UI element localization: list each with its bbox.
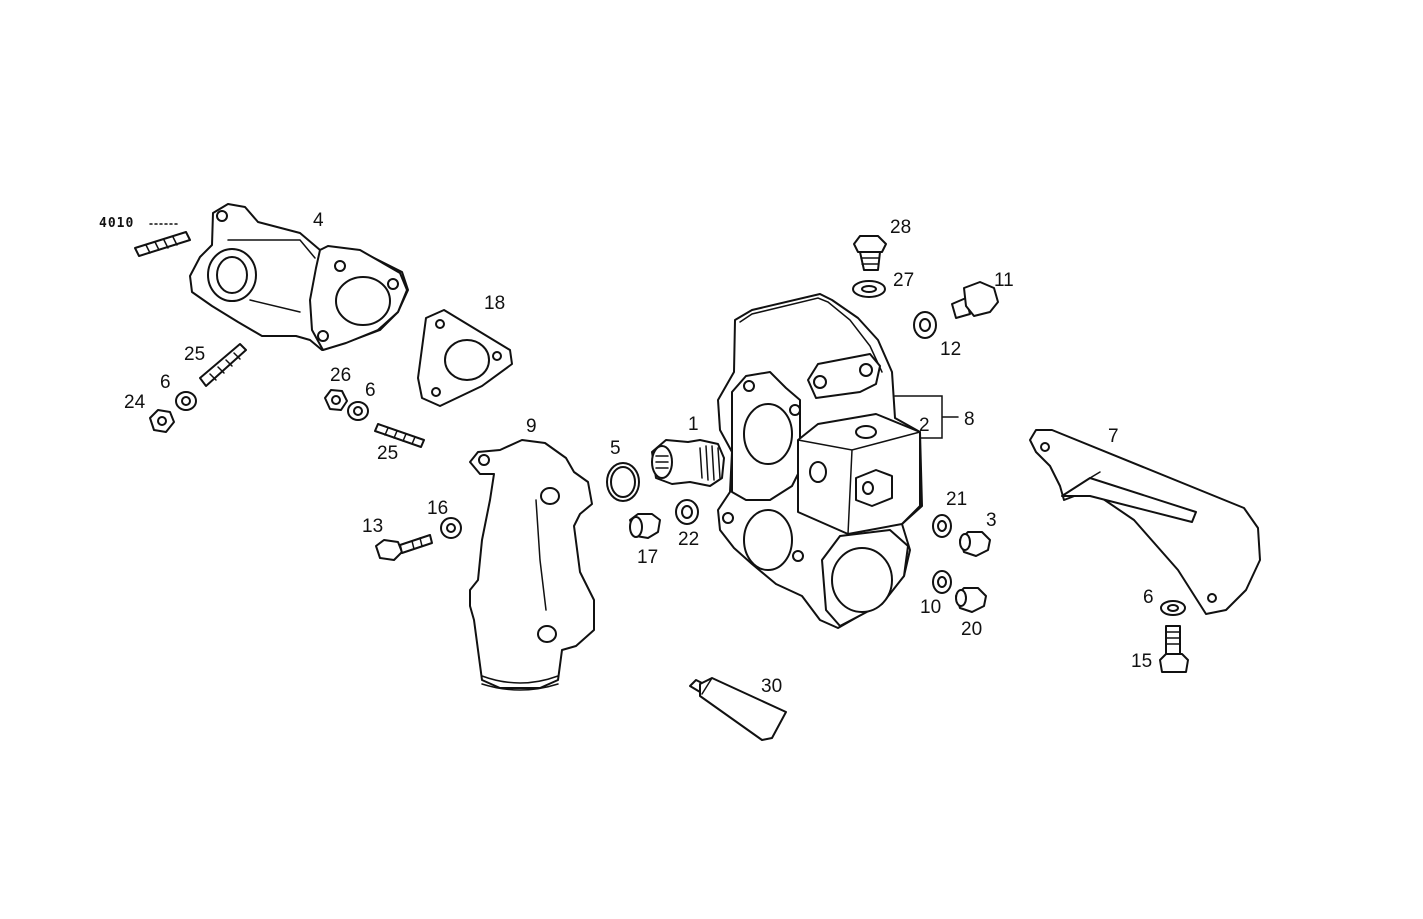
label-5: 5 [610, 438, 621, 459]
label-18: 18 [484, 293, 505, 314]
bolt-13 [375, 534, 433, 561]
washer-6-left [175, 391, 197, 411]
nut-26 [324, 389, 348, 411]
washer-6-right [1160, 600, 1186, 616]
sealant-tube-30 [689, 677, 787, 741]
label-4010: 4010 [99, 216, 134, 231]
label-22: 22 [678, 529, 699, 550]
label-9: 9 [526, 416, 537, 437]
label-6-left: 6 [160, 372, 171, 393]
washer-6-middle [347, 401, 369, 421]
label-8: 8 [964, 409, 975, 430]
mounting-bracket-7 [1029, 429, 1261, 615]
label-2: 2 [919, 415, 930, 436]
label-6-middle: 6 [365, 380, 376, 401]
label-6-right: 6 [1143, 587, 1154, 608]
label-1: 1 [688, 414, 699, 435]
label-25-right: 25 [377, 443, 398, 464]
label-24: 24 [124, 392, 146, 413]
washer-21 [932, 514, 952, 538]
washer-12 [913, 311, 937, 339]
washer-10 [932, 570, 952, 594]
label-12: 12 [940, 339, 961, 360]
label-10: 10 [920, 597, 941, 618]
label-25-left: 25 [184, 344, 205, 365]
label-7: 7 [1108, 426, 1119, 447]
label-21: 21 [946, 489, 967, 510]
plug-11 [951, 281, 999, 319]
plug-28 [853, 235, 887, 271]
plug-17 [629, 513, 661, 539]
label-26: 26 [330, 365, 351, 386]
thermostat-1 [651, 439, 725, 487]
bracket-2-8 [894, 395, 959, 439]
washer-27 [852, 280, 886, 298]
label-28: 28 [890, 217, 911, 238]
outlet-housing-4 [189, 203, 409, 351]
thermostat-housing-2 [717, 293, 923, 629]
gasket-18 [417, 309, 513, 407]
pipe-elbow-9 [469, 439, 595, 691]
nut-24 [149, 409, 175, 433]
stud-25-right [374, 423, 425, 448]
plug-20 [955, 587, 987, 613]
label-13: 13 [362, 516, 383, 537]
label-30: 30 [761, 676, 782, 697]
stud-25-left [199, 343, 247, 387]
washer-16 [440, 517, 462, 539]
label-20: 20 [961, 619, 982, 640]
stud-4010 [134, 231, 191, 257]
o-ring-5 [606, 462, 640, 502]
bolt-15 [1159, 625, 1189, 673]
label-16: 16 [427, 498, 448, 519]
washer-22 [675, 499, 699, 525]
label-27: 27 [893, 270, 914, 291]
label-15: 15 [1131, 651, 1152, 672]
label-11: 11 [994, 270, 1014, 291]
label-4: 4 [313, 210, 324, 231]
label-17: 17 [637, 547, 658, 568]
label-3: 3 [986, 510, 997, 531]
plug-3 [959, 531, 991, 557]
